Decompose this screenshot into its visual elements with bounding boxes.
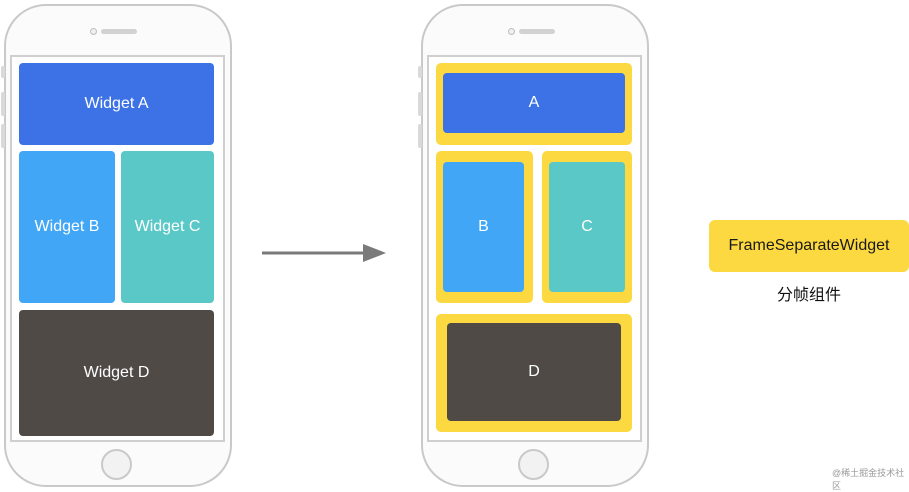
right-phone-volume-down xyxy=(418,124,422,148)
widget-b: Widget B xyxy=(19,151,115,303)
widget-a-wrapped: A xyxy=(443,73,625,133)
widget-b-wrapped: B xyxy=(443,162,524,292)
left-phone-home-button xyxy=(101,449,132,480)
transform-arrow xyxy=(262,244,386,262)
widget-d: Widget D xyxy=(19,310,214,436)
right-phone-side-button xyxy=(418,66,422,78)
widget-c: Widget C xyxy=(121,151,214,303)
left-phone-volume-up xyxy=(1,92,5,116)
arrow-head xyxy=(363,244,386,262)
left-phone-volume-down xyxy=(1,124,5,148)
widget-c-wrapped: C xyxy=(549,162,625,292)
left-phone-speaker xyxy=(101,29,137,34)
left-phone-side-button xyxy=(1,66,5,78)
watermark: @稀土掘金技术社区 xyxy=(832,468,905,491)
right-phone-speaker xyxy=(519,29,555,34)
widget-a: Widget A xyxy=(19,63,214,145)
legend-caption: 分帧组件 xyxy=(776,287,841,304)
widget-d-wrapped: D xyxy=(447,323,621,421)
right-phone-volume-up xyxy=(418,92,422,116)
right-phone-camera xyxy=(508,28,515,35)
frame-separate-widget-legend: FrameSeparateWidget xyxy=(709,220,909,272)
right-phone-home-button xyxy=(518,449,549,480)
left-phone-camera xyxy=(90,28,97,35)
